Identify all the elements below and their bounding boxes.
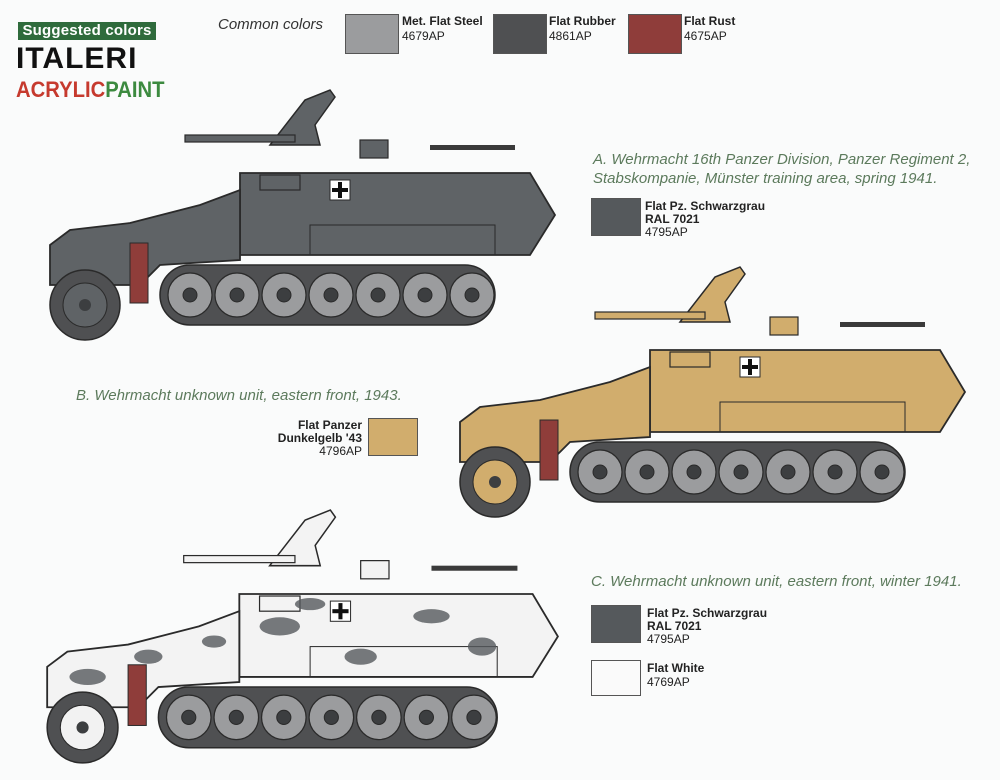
camo-spot: [201, 635, 227, 648]
side-panel: [719, 401, 906, 433]
italeri-logo-text: ITALERI: [16, 42, 138, 75]
side-panel: [309, 224, 496, 256]
road-wheel-hub: [464, 287, 480, 303]
road-wheel-hub: [182, 287, 198, 303]
scheme-b-color-swatch: [368, 418, 418, 456]
scheme-a-caption-line2: Stabskompanie, Münster training area, sp…: [593, 170, 938, 187]
color-swatch: [345, 14, 399, 54]
cross-h: [332, 609, 349, 614]
color-swatch: [628, 14, 682, 54]
camo-spot: [467, 637, 497, 656]
hatch: [259, 174, 301, 191]
gun-shield: [268, 89, 336, 146]
gun-barrel: [594, 311, 706, 320]
road-wheel-hub: [827, 464, 843, 480]
color-swatch: [493, 14, 547, 54]
rust-bracket: [127, 664, 147, 726]
suggested-colors-banner: Suggested colors: [18, 22, 156, 40]
machine-gun: [430, 145, 515, 150]
road-wheel-hub: [417, 287, 433, 303]
machine-gun: [431, 565, 518, 571]
scheme-b-color-code: 4796AP: [319, 444, 362, 458]
gun-barrel: [183, 554, 296, 564]
road-wheel-hub: [323, 287, 339, 303]
scheme-b-color-name-2: Dunkelgelb '43: [277, 431, 362, 445]
road-wheel-hub: [323, 709, 339, 725]
color-code: 4675AP: [684, 29, 727, 43]
road-wheel-hub: [276, 287, 292, 303]
scheme-b-caption: B. Wehrmacht unknown unit, eastern front…: [76, 387, 402, 404]
road-wheel-hub: [371, 709, 387, 725]
scheme-c-caption: C. Wehrmacht unknown unit, eastern front…: [591, 573, 962, 590]
scheme-a-caption-line1: A. Wehrmacht 16th Panzer Division, Panze…: [593, 151, 971, 168]
side-panel: [309, 646, 498, 678]
color-code: 4861AP: [549, 29, 592, 43]
scheme-c-color2-name: Flat White: [647, 661, 705, 675]
scheme-c-color1-ral: RAL 7021: [647, 619, 702, 633]
camo-spot: [259, 617, 300, 636]
machine-gun: [840, 322, 925, 327]
front-hub: [79, 299, 91, 311]
front-hub: [489, 476, 501, 488]
road-wheel-hub: [181, 709, 197, 725]
camo-spot: [294, 598, 326, 611]
color-name: Met. Flat Steel: [402, 14, 483, 28]
scheme-c-color1-code: 4795AP: [647, 632, 690, 646]
road-wheel-hub: [780, 464, 796, 480]
cross-h: [742, 365, 758, 369]
camo-spot: [344, 648, 377, 665]
rust-bracket: [129, 242, 149, 304]
halftrack-grey-illustration: [49, 89, 557, 341]
halftrack-yellow-illustration: [459, 266, 967, 518]
scheme-a-color-name: Flat Pz. Schwarzgrau: [645, 199, 766, 213]
camo-spot: [413, 609, 450, 624]
cross-h: [332, 188, 348, 192]
scheme-c-color2-code: 4769AP: [647, 675, 690, 689]
acrylic-paint-logo: ACRYLICPAINT: [16, 77, 165, 102]
road-wheel-hub: [592, 464, 608, 480]
scheme-a-color-code: 4795AP: [645, 225, 688, 239]
stowage-box: [359, 139, 389, 159]
road-wheel-hub: [276, 709, 292, 725]
gun-shield: [678, 266, 746, 323]
color-name: Flat Rubber: [549, 14, 616, 28]
stowage-box: [360, 560, 390, 580]
scheme-a-color-ral: RAL 7021: [645, 212, 700, 226]
rust-bracket: [539, 419, 559, 481]
scheme-c-color1-swatch: [591, 605, 641, 643]
color-code: 4679AP: [402, 29, 445, 43]
road-wheel-hub: [370, 287, 386, 303]
scheme-c-color2-swatch: [591, 660, 641, 696]
scheme-a-color-swatch: [591, 198, 641, 236]
hatch: [258, 595, 301, 612]
road-wheel-hub: [874, 464, 890, 480]
color-name: Flat Rust: [684, 14, 736, 28]
road-wheel-hub: [229, 287, 245, 303]
stowage-box: [769, 316, 799, 336]
road-wheel-hub: [686, 464, 702, 480]
gun-barrel: [184, 134, 296, 143]
road-wheel-hub: [733, 464, 749, 480]
road-wheel-hub: [418, 709, 434, 725]
road-wheel-hub: [639, 464, 655, 480]
road-wheel-hub: [466, 709, 482, 725]
hatch: [669, 351, 711, 368]
common-colors-title: Common colors: [218, 16, 324, 33]
scheme-b-color-name: Flat Panzer: [297, 418, 362, 432]
gun-shield: [268, 509, 337, 567]
brand-logo: Suggested colors ITALERI ACRYLICPAINT: [14, 18, 164, 102]
camo-spot: [134, 649, 163, 664]
camo-spot: [69, 668, 106, 686]
halftrack-white-winter-illustration: [46, 509, 559, 764]
road-wheel-hub: [228, 709, 244, 725]
front-hub: [76, 721, 89, 734]
scheme-c-color1-name: Flat Pz. Schwarzgrau: [647, 606, 768, 620]
